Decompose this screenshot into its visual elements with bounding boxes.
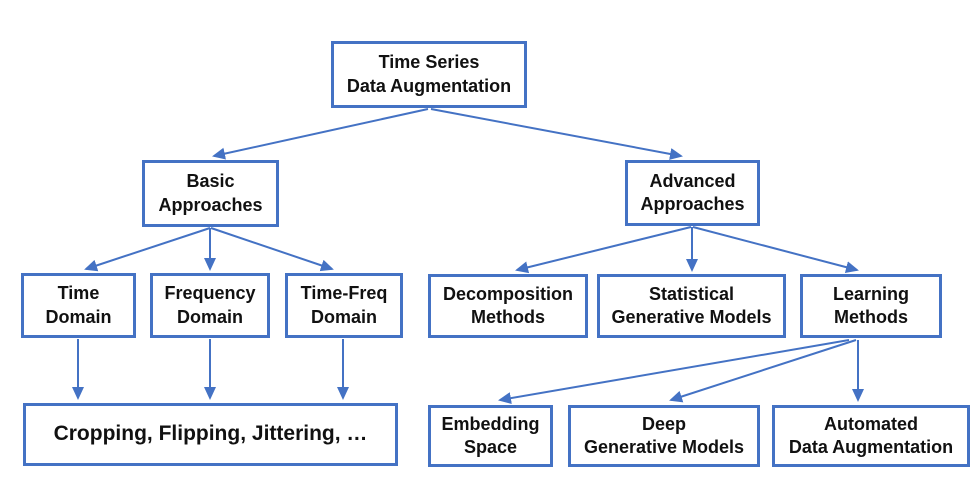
arrow-learning-to-embedding — [498, 339, 850, 405]
node-learning-methods: Learning Methods — [800, 274, 942, 338]
node-decomposition-methods: Decomposition Methods — [428, 274, 588, 338]
node-cropping-flipping-jittering: Cropping, Flipping, Jittering, … — [23, 403, 398, 466]
arrow-advanced-to-learning — [692, 226, 859, 274]
node-time-series-data-augmentation: Time Series Data Augmentation — [331, 41, 527, 108]
node-basic-approaches: Basic Approaches — [142, 160, 279, 227]
arrow-advanced-to-decomp — [515, 226, 692, 274]
node-statistical-generative-models: Statistical Generative Models — [597, 274, 786, 338]
arrow-root-to-basic — [212, 108, 429, 160]
node-deep-generative-models: Deep Generative Models — [568, 405, 760, 467]
node-automated-data-augmentation: Automated Data Augmentation — [772, 405, 970, 467]
arrow-basic-to-time — [84, 227, 211, 272]
arrow-learning-to-deepgen — [669, 339, 857, 403]
node-time-freq-domain: Time-Freq Domain — [285, 273, 403, 338]
node-frequency-domain: Frequency Domain — [150, 273, 270, 338]
node-time-domain: Time Domain — [21, 273, 136, 338]
node-advanced-approaches: Advanced Approaches — [625, 160, 760, 226]
node-embedding-space: Embedding Space — [428, 405, 553, 467]
arrow-root-to-advanced — [430, 108, 683, 160]
arrow-basic-to-timefreq — [210, 227, 334, 272]
